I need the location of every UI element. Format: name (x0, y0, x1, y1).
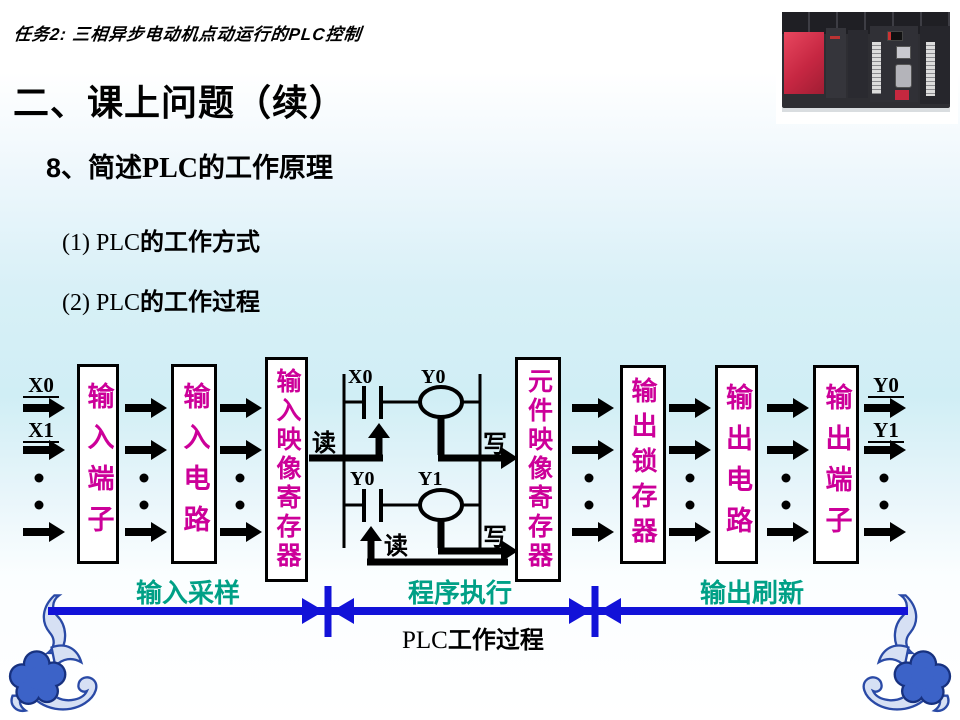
plc-module-mark (830, 36, 840, 39)
plc-module (826, 28, 846, 98)
ladder-coil1-label: Y0 (421, 366, 446, 388)
box-label: 输出锁存器 (628, 377, 658, 552)
floral-ornament-left (8, 594, 98, 713)
question-post: 的工作原理 (198, 153, 334, 183)
question-heading: 8、简述PLC的工作原理 (46, 146, 333, 185)
ladder-diagram (342, 374, 482, 548)
subitem-2-post: 的工作过程 (140, 289, 260, 316)
write-label-2: 写 (483, 524, 507, 551)
output-stage-arrows (572, 398, 809, 542)
box-label: 输出电路 (722, 382, 752, 547)
read-label-1: 读 (312, 430, 336, 457)
ladder-contact2-label: Y0 (350, 468, 375, 490)
plc-ethernet-port (896, 46, 911, 59)
phase-label-program-execution: 程序执行 (407, 578, 512, 608)
input-label-x0: X0 (23, 374, 59, 399)
plc-module (920, 26, 950, 104)
phase-label-input-sampling: 输入采样 (135, 578, 240, 608)
plc-led-indicators (888, 32, 902, 40)
read-label-2: 读 (384, 533, 408, 560)
phase-label-output-refresh: 输出刷新 (699, 578, 804, 608)
input-label-x1: X1 (23, 419, 59, 444)
diagram-caption: PLC工作过程 (402, 620, 544, 655)
box-label: 输出端子 (821, 382, 852, 547)
lesson-script-title: 任务2: 三相异步电动机点动运行的PLC控制 (12, 25, 363, 44)
output-label-y0: Y0 (868, 374, 904, 399)
plc-device-image (776, 2, 958, 124)
box-output-circuit: 输出电路 (715, 365, 758, 564)
floral-ornament-right (862, 594, 952, 713)
ladder-coil2-label: Y1 (418, 468, 443, 490)
box-output-latch: 输出锁存器 (620, 365, 666, 564)
plc-terminal-strip (926, 42, 935, 96)
output-label-y1: Y1 (868, 419, 904, 444)
box-input-circuit: 输入电路 (171, 364, 217, 564)
subitem-1-post: 的工作方式 (140, 229, 260, 256)
plc-serial-port (895, 64, 912, 88)
box-label: 输入端子 (83, 382, 114, 546)
plc-power-supply (784, 32, 824, 94)
plc-module (848, 30, 868, 98)
subitem-2: (2) PLC的工作过程 (62, 282, 260, 317)
box-input-image-register: 输入映像寄存器 (265, 357, 308, 582)
box-element-image-register: 元件映像寄存器 (515, 357, 561, 582)
box-label: 输入电路 (179, 382, 210, 546)
caption-plc: PLC (402, 627, 448, 654)
box-label: 元件映像寄存器 (524, 368, 553, 571)
plc-terminal-strip (872, 42, 881, 94)
subitem-2-pre: (2) PLC (62, 290, 140, 316)
plc-power-connector (895, 90, 909, 100)
plc-shadow (782, 108, 950, 112)
question-plc: PLC (142, 153, 199, 184)
box-label: 输入映像寄存器 (273, 368, 301, 571)
caption-rest: 工作过程 (447, 627, 544, 654)
page-title: 二、课上问题（续） (13, 82, 347, 123)
write-label-1: 写 (483, 431, 507, 458)
subitem-1-pre: (1) PLC (62, 230, 140, 256)
ladder-contact1-label: X0 (348, 366, 373, 388)
question-pre: 8、简述 (46, 153, 143, 183)
box-input-terminals: 输入端子 (77, 364, 119, 564)
box-output-terminals: 输出端子 (813, 365, 859, 564)
subitem-1: (1) PLC的工作方式 (62, 222, 260, 257)
